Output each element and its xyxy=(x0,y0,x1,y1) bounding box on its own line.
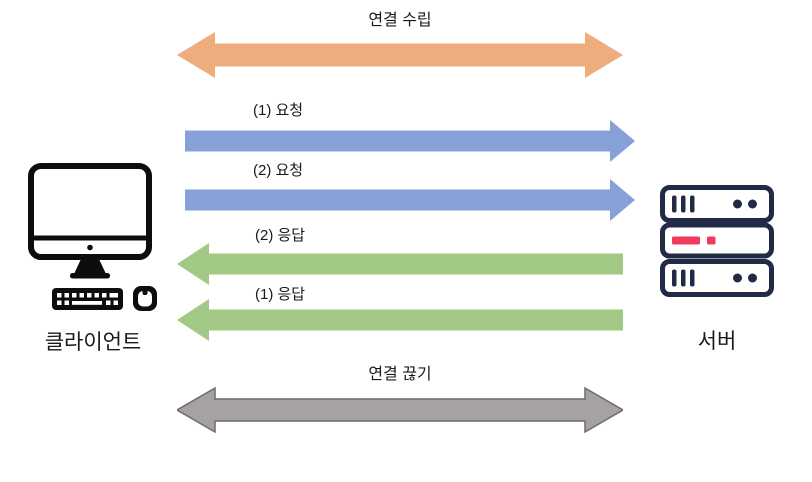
server-rack-icon xyxy=(660,185,774,297)
right-arrow-shape xyxy=(185,120,635,162)
request-2-arrow xyxy=(185,179,635,221)
connection-close-arrow xyxy=(177,386,623,434)
left-arrow-shape xyxy=(177,243,623,285)
response-1-arrow xyxy=(177,299,623,341)
client-label: 클라이언트 xyxy=(44,331,142,354)
double-arrow-shape xyxy=(177,32,623,78)
connection-establish-label: 연결 수립 xyxy=(368,12,432,29)
connection-establish-arrow xyxy=(177,32,623,78)
double-arrow-shape xyxy=(177,386,623,434)
request-1-arrow xyxy=(185,120,635,162)
server-label: 서버 xyxy=(697,330,737,353)
connection-close-label: 연결 끊기 xyxy=(368,366,432,383)
response-1-label: (1) 응답 xyxy=(255,286,306,303)
right-arrow-shape xyxy=(185,179,635,221)
request-2-label: (2) 요청 xyxy=(253,162,304,179)
response-2-label: (2) 응답 xyxy=(255,227,306,244)
request-1-label: (1) 요청 xyxy=(253,102,304,119)
left-arrow-shape xyxy=(177,299,623,341)
response-2-arrow xyxy=(177,243,623,285)
desktop-computer-icon xyxy=(28,163,157,311)
